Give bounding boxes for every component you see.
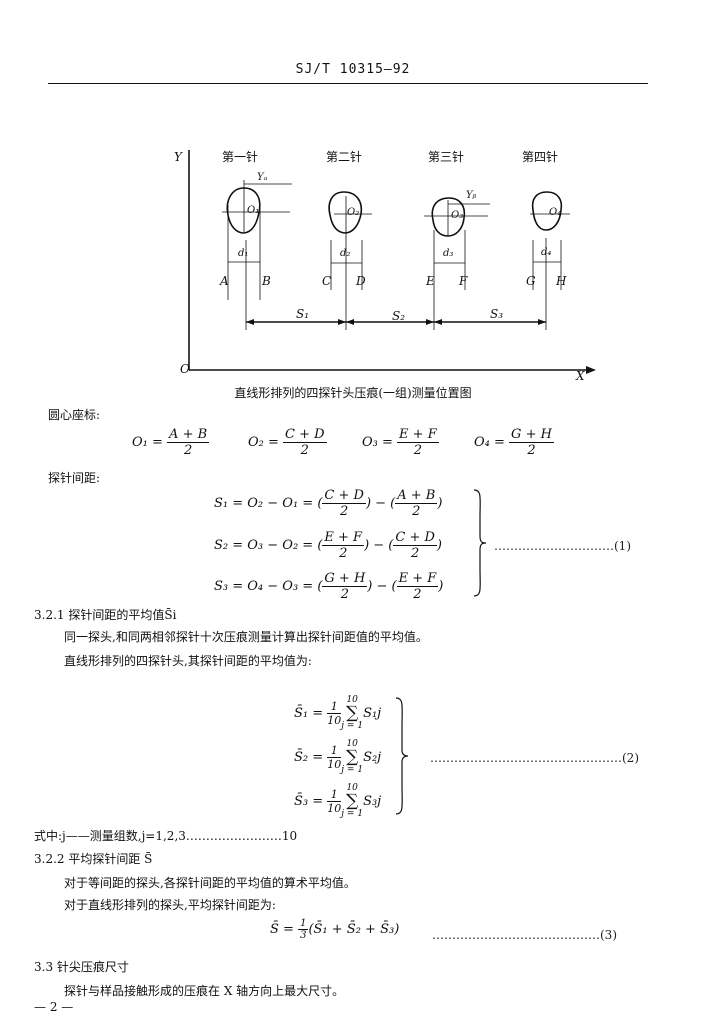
needle-label-2: 第二针 (326, 150, 363, 164)
imprint-4 (530, 191, 570, 330)
needle-label-1: 第一针 (222, 150, 259, 164)
needle-label-4: 第四针 (522, 150, 559, 164)
edge-label-c: C (322, 274, 332, 288)
center-coords-label: 圆心座标: (48, 408, 101, 422)
imprint-3 (424, 197, 490, 330)
offset-label-a: Yₐ (257, 172, 268, 183)
center-label-4: O₄ (549, 207, 562, 218)
header-rule (48, 83, 648, 84)
section-3-2-1-title: 3.2.1 探针间距的平均值S̄i (34, 608, 177, 622)
diameter-label-1: d₁ (238, 248, 249, 259)
x-axis-arrow (586, 366, 596, 374)
section-3-3-p1: 探针与样品接触形成的压痕在 X 轴方向上最大尺寸。 (64, 984, 345, 998)
center-label-2: O₂ (347, 207, 360, 218)
diameter-label-4: d₄ (541, 247, 552, 258)
spacing-label-2: S₂ (392, 309, 406, 323)
edge-label-h: H (556, 274, 567, 288)
page-number: — 2 — (34, 1000, 74, 1014)
imprint-2 (328, 191, 372, 330)
section-3-2-1-p1: 同一探头,和同两相邻探针十次压痕测量计算出探针间距值的平均值。 (64, 630, 428, 644)
center-label-3: O₃ (451, 210, 464, 221)
brace-2 (395, 697, 409, 815)
imprint-1 (222, 180, 292, 330)
origin-label: O (180, 362, 190, 376)
section-3-3-title: 3.3 针尖压痕尺寸 (34, 960, 129, 974)
edge-label-a: A (220, 274, 229, 288)
edge-label-b: B (262, 274, 271, 288)
spacing-label-3: S₃ (490, 307, 504, 321)
x-axis-label: X (576, 369, 585, 383)
edge-label-e: E (426, 274, 435, 288)
section-3-2-2-title: 3.2.2 平均探针间距 S̄ (34, 852, 153, 866)
standard-number: SJ/T 10315—92 (295, 62, 411, 77)
equation-1-leader: …………………………(1) (494, 539, 631, 553)
section-3-2-2-p1: 对于等间距的探头,各探针间距的平均值的算术平均值。 (64, 876, 356, 890)
diameter-label-3: d₃ (443, 248, 454, 259)
probe-figure (188, 150, 596, 374)
edge-label-g: G (526, 274, 536, 288)
where-clause: 式中:j——测量组数,j=1,2,3……………………10 (34, 829, 298, 843)
edge-label-d: D (356, 274, 366, 288)
edge-label-f: F (459, 274, 468, 288)
center-label-1: O₁ (247, 205, 260, 216)
diameter-label-2: d₂ (340, 248, 351, 259)
offset-label-b: Yᵦ (466, 190, 477, 201)
figure-caption: 直线形排列的四探针头压痕(一组)测量位置图 (234, 386, 472, 400)
section-3-2-1-p2: 直线形排列的四探针头,其探针间距的平均值为: (64, 654, 312, 668)
brace-1 (473, 489, 487, 597)
y-axis-label: Y (174, 150, 182, 164)
needle-label-3: 第三针 (428, 150, 465, 164)
equation-2-leader: …………………………………………(2) (430, 751, 639, 765)
spacing-label: 探针间距: (48, 471, 101, 485)
section-3-2-2-p2: 对于直线形排列的探头,平均探针间距为: (64, 898, 276, 912)
equation-3-leader: ……………………………………(3) (432, 928, 617, 942)
spacing-label-1: S₁ (296, 307, 310, 321)
